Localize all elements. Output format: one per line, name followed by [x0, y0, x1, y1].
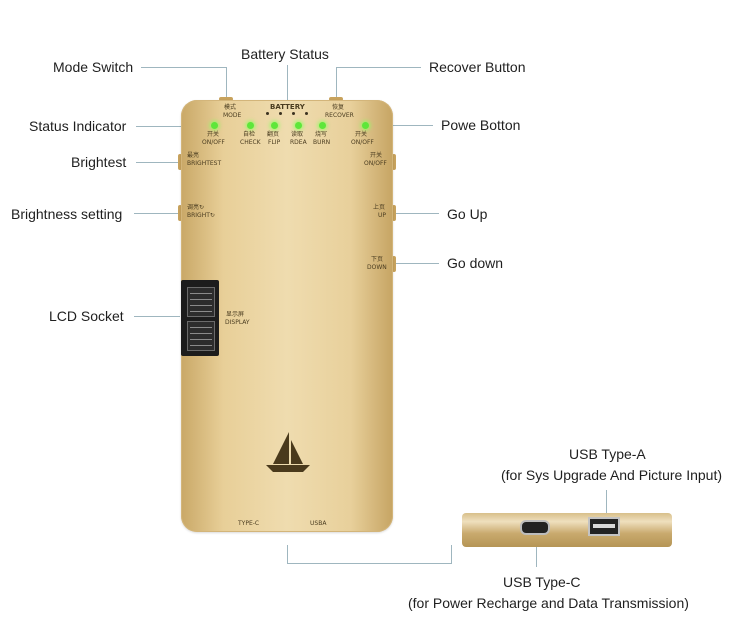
- lcd-connector-bottom: [187, 321, 215, 351]
- brightest-button[interactable]: [178, 154, 182, 170]
- lcd-socket-label: LCD Socket: [49, 308, 124, 324]
- onoff-print: ON/OFF: [364, 160, 387, 167]
- leader-recover-button: [336, 67, 421, 68]
- battery-dot-3: [292, 112, 295, 115]
- led-label-2: CHECK: [240, 139, 261, 146]
- led-label-3: FLIP: [268, 139, 281, 146]
- go-down-label: Go down: [447, 255, 504, 271]
- leader-recover-button-drop: [336, 67, 337, 100]
- usba-print: USBA: [310, 520, 327, 527]
- led-check: [247, 122, 254, 129]
- leader-brightness-setting: [134, 213, 182, 214]
- battery-dot-2: [279, 112, 282, 115]
- lcd-connector-top: [187, 287, 215, 317]
- up-print: UP: [378, 212, 387, 219]
- leader-lcd-socket: [134, 316, 180, 317]
- leader-bottom-ports-up: [451, 545, 452, 564]
- leader-usb-type-c: [536, 545, 537, 567]
- battery-print: BATTERY: [270, 103, 305, 111]
- leader-usb-type-a: [606, 490, 607, 514]
- go-up-label: Go Up: [447, 206, 488, 222]
- usb-a-port-icon[interactable]: [588, 517, 620, 536]
- power-button[interactable]: [392, 154, 396, 170]
- led-read: [295, 122, 302, 129]
- led-label-cn-3: 翻页: [267, 131, 280, 138]
- device-bottom-edge-closeup: [462, 513, 672, 547]
- led-label-4: RDEA: [290, 139, 307, 146]
- usb-type-a-label: USB Type-A: [569, 446, 646, 462]
- brightness-setting-button[interactable]: [178, 205, 182, 221]
- leader-go-down: [394, 263, 439, 264]
- recover-button[interactable]: [329, 97, 343, 101]
- down-print-cn: 下页: [371, 256, 384, 263]
- mode-switch-button[interactable]: [219, 97, 233, 101]
- usb-type-c-label: USB Type-C: [503, 574, 581, 590]
- type-c-print: TYPE-C: [238, 520, 260, 527]
- leader-power-button: [373, 125, 433, 126]
- brightest-print: BRIGHTEST: [187, 160, 222, 167]
- onoff-print-cn: 开关: [370, 152, 383, 159]
- go-down-button[interactable]: [392, 256, 396, 272]
- sailboat-logo-icon: [266, 432, 310, 472]
- recover-button-label: Recover Button: [429, 59, 526, 75]
- led-label-cn-5: 烧写: [315, 131, 328, 138]
- down-print: DOWN: [367, 264, 387, 271]
- usb-type-c-description: (for Power Recharge and Data Transmissio…: [408, 595, 689, 611]
- led-label-1: ON/OFF: [202, 139, 225, 146]
- mode-switch-label: Mode Switch: [53, 59, 134, 75]
- leader-brightest: [136, 162, 182, 163]
- lcd-socket[interactable]: [181, 280, 219, 356]
- leader-mode-switch: [141, 67, 227, 68]
- leader-battery-status: [287, 65, 288, 101]
- battery-dot-4: [305, 112, 308, 115]
- go-up-button[interactable]: [392, 205, 396, 221]
- power-button-label: Powe Botton: [441, 117, 521, 133]
- led-power: [362, 122, 369, 129]
- leader-status-indicator: [136, 126, 208, 127]
- leader-bottom-ports-h: [287, 563, 452, 564]
- bright-setting-print: BRIGHT↻: [187, 212, 215, 219]
- display-print-cn: 显示屏: [226, 311, 245, 318]
- led-burn: [319, 122, 326, 129]
- led-flip: [271, 122, 278, 129]
- recover-print-cn: 恢复: [332, 104, 345, 111]
- battery-status-label: Battery Status: [241, 46, 329, 62]
- brightness-setting-label: Brightness setting: [11, 206, 123, 222]
- recover-print: RECOVER: [325, 112, 354, 119]
- usb-c-port-icon[interactable]: [520, 520, 550, 535]
- led-on-off: [211, 122, 218, 129]
- display-print: DISPLAY: [225, 319, 250, 326]
- usb-type-a-description: (for Sys Upgrade And Picture Input): [501, 467, 722, 483]
- led-label-cn-6: 开关: [355, 131, 368, 138]
- led-label-cn-2: 自检: [243, 131, 256, 138]
- led-label-cn-1: 开关: [207, 131, 220, 138]
- led-label-6: ON/OFF: [351, 139, 374, 146]
- leader-mode-switch-drop: [226, 67, 227, 100]
- led-label-5: BURN: [313, 139, 331, 146]
- leader-go-up: [394, 213, 439, 214]
- brightest-label: Brightest: [71, 154, 127, 170]
- status-indicator-label: Status Indicator: [29, 118, 127, 134]
- up-print-cn: 上页: [373, 204, 386, 211]
- bright-setting-print-cn: 调亮↻: [187, 204, 205, 211]
- mode-print: MODE: [223, 112, 242, 119]
- leader-bottom-ports: [287, 545, 288, 563]
- brightest-print-cn: 最亮: [187, 152, 200, 159]
- led-label-cn-4: 读取: [291, 131, 304, 138]
- battery-dot-1: [266, 112, 269, 115]
- mode-print-cn: 模式: [224, 104, 237, 111]
